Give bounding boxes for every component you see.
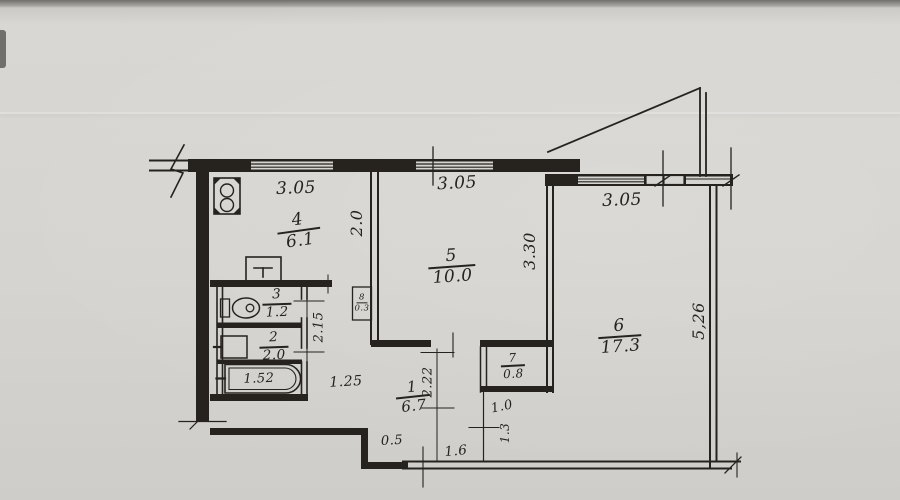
wall-right <box>709 185 718 470</box>
dim-bath-length: 1.52 <box>243 370 275 387</box>
balcony-outline <box>546 86 707 177</box>
room-area-duct: 0.3 <box>354 303 370 313</box>
room-number-wc: 3 <box>261 286 292 306</box>
dim-bath-to-wall: 1.25 <box>329 373 363 391</box>
dim-line-hall-height <box>420 348 455 462</box>
dim-bedroom-depth: 5,26 <box>688 302 708 340</box>
washbasin-icon <box>212 335 248 359</box>
room-area-living: 10.0 <box>432 265 474 289</box>
wall-closet <box>479 346 553 393</box>
room-number-closet: 7 <box>500 351 526 368</box>
room-label-hall: 1 6.7 <box>394 377 431 417</box>
kitchen-sink-icon <box>245 256 282 282</box>
wall-living-bedroom <box>546 185 554 393</box>
window-living-icon <box>415 161 494 170</box>
wall-entry-niche <box>210 428 408 469</box>
duct-shaft <box>351 286 373 321</box>
room-label-duct: 8 0.3 <box>354 293 369 312</box>
room-label-bedroom: 6 17.3 <box>597 315 643 359</box>
paper-crease <box>0 112 900 114</box>
room-area-bedroom: 17.3 <box>600 335 642 359</box>
room-label-bathroom: 2 2.0 <box>258 329 289 364</box>
room-area-bathroom: 2.0 <box>262 346 287 364</box>
room-number-bathroom: 2 <box>258 329 289 349</box>
room-number-duct: 8 <box>356 293 368 303</box>
dim-entry-width: 1.6 <box>443 442 469 461</box>
dim-entry-step: 0.5 <box>380 432 404 449</box>
wall-top-bedroom <box>545 147 740 210</box>
bathtub-icon <box>215 363 302 394</box>
dim-lower-segment: 1.3 <box>497 422 512 444</box>
dim-living-depth: 3.30 <box>519 232 539 270</box>
dim-hall-strip: 2.15 <box>311 311 327 343</box>
wall-bottom <box>402 446 742 488</box>
dim-bedroom-window: 3.05 <box>601 189 643 212</box>
photo-edge-notch <box>0 30 6 68</box>
room-area-closet: 0.8 <box>502 366 525 382</box>
wall-left <box>178 159 227 430</box>
dim-kitchen-window: 3.05 <box>275 177 317 200</box>
room-label-wc: 3 1.2 <box>261 286 292 321</box>
room-label-kitchen: 4 6.1 <box>274 208 323 253</box>
room-area-hall: 6.7 <box>400 395 428 417</box>
window-kitchen-icon <box>250 161 334 170</box>
dim-line-hall-strip <box>293 288 325 394</box>
wall-living-bottom <box>371 332 553 358</box>
room-label-living: 5 10.0 <box>427 245 477 289</box>
dim-living-window: 3.05 <box>436 172 478 195</box>
dim-kitchen-depth: 2.0 <box>346 209 366 237</box>
room-label-closet: 7 0.8 <box>500 351 526 382</box>
wall-hall-bedroom <box>468 391 500 463</box>
balcony-door-icon <box>645 174 685 186</box>
wall-break-icon <box>149 143 189 199</box>
stove-icon <box>213 177 241 215</box>
toilet-icon <box>219 297 261 319</box>
window-bedroom2-icon <box>685 176 731 184</box>
window-bedroom-icon <box>577 176 645 184</box>
wall-top <box>188 159 580 172</box>
room-area-wc: 1.2 <box>265 303 290 321</box>
photo-edge-top <box>0 0 900 8</box>
